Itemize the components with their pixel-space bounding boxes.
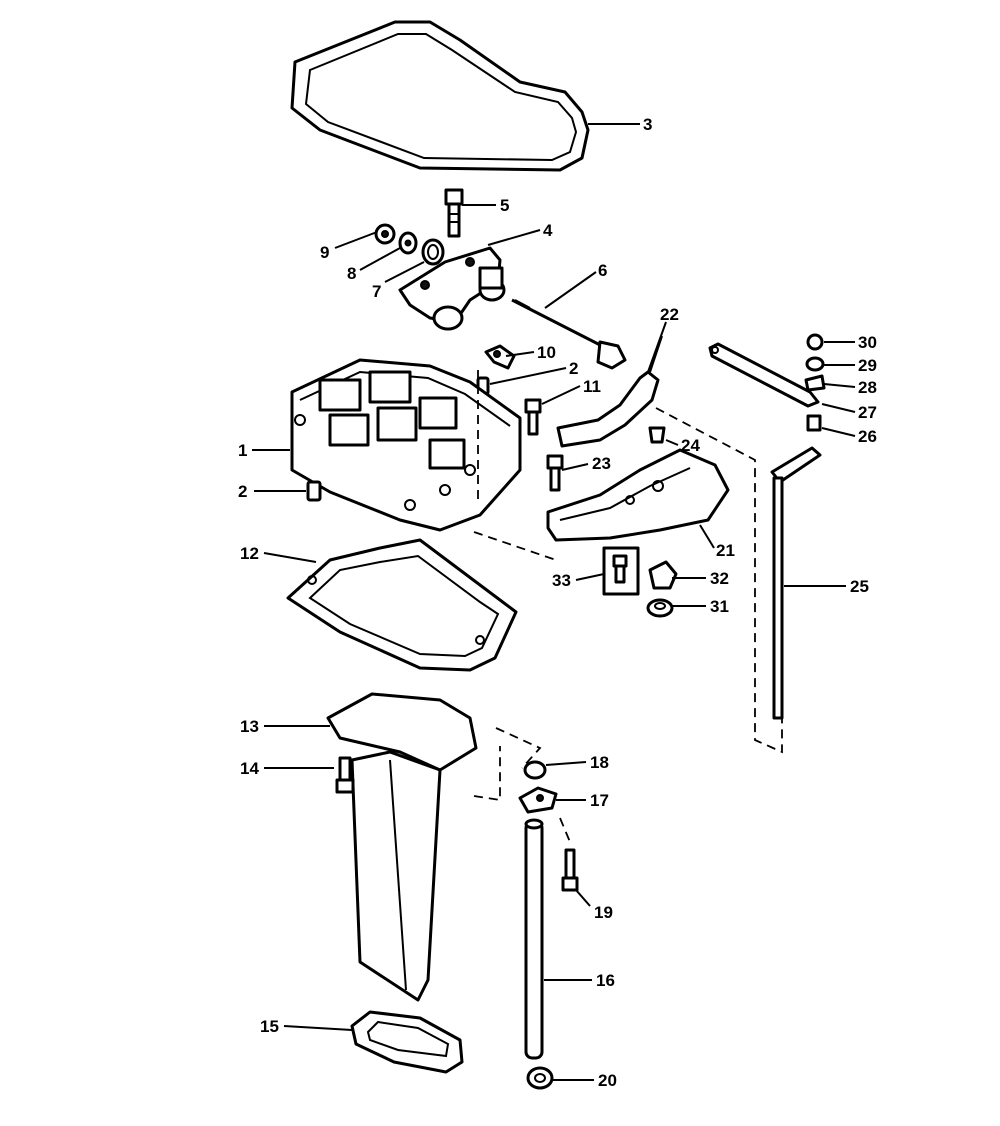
part-12-gasket bbox=[286, 538, 518, 672]
callout-10: 10 bbox=[537, 343, 556, 362]
callout-33: 33 bbox=[552, 571, 571, 590]
part-31-washer bbox=[646, 598, 674, 618]
part-24-grommet bbox=[648, 426, 666, 444]
part-8-washer bbox=[398, 231, 418, 255]
part-33-fastener bbox=[602, 546, 640, 596]
callout-17: 17 bbox=[590, 791, 609, 810]
part-25-rod bbox=[770, 446, 822, 720]
callout-19: 19 bbox=[594, 903, 613, 922]
part-7-washer bbox=[421, 238, 445, 266]
part-4-bracket bbox=[398, 246, 506, 331]
callout-18: 18 bbox=[590, 753, 609, 772]
callout-2: 2 bbox=[238, 482, 247, 501]
callout-8: 8 bbox=[347, 264, 356, 283]
part-3-seal-ring bbox=[290, 20, 590, 172]
part-13-exhaust-housing bbox=[326, 692, 478, 1002]
part-32-clip bbox=[648, 560, 678, 590]
callout-15: 15 bbox=[260, 1017, 279, 1036]
part-11-bolt bbox=[524, 398, 542, 436]
callout-14: 14 bbox=[240, 759, 259, 778]
callout-13: 13 bbox=[240, 717, 259, 736]
part-22-strap bbox=[556, 335, 663, 448]
callout-30: 30 bbox=[858, 333, 877, 352]
callout-24: 24 bbox=[681, 436, 700, 455]
callout-2: 2 bbox=[569, 359, 578, 378]
part-9-nut bbox=[374, 223, 396, 245]
callout-23: 23 bbox=[592, 454, 611, 473]
callout-32: 32 bbox=[710, 569, 729, 588]
callout-labels: 3 5 4 9 8 7 6 22 10 2 11 30 29 28 27 26 … bbox=[238, 115, 877, 1090]
part-21-bracket bbox=[546, 448, 730, 542]
part-18-bushing bbox=[523, 760, 547, 780]
part-27-lever bbox=[708, 342, 820, 408]
callout-4: 4 bbox=[543, 221, 553, 240]
callout-21: 21 bbox=[716, 541, 735, 560]
part-15-seal bbox=[350, 1010, 464, 1074]
callout-29: 29 bbox=[858, 356, 877, 375]
leader-lines bbox=[252, 123, 856, 1081]
callout-12: 12 bbox=[240, 544, 259, 563]
callout-31: 31 bbox=[710, 597, 729, 616]
callout-1: 1 bbox=[238, 441, 247, 460]
callout-20: 20 bbox=[598, 1071, 617, 1090]
callout-3: 3 bbox=[643, 115, 652, 134]
part-1-adaptor-plate bbox=[290, 358, 522, 532]
part-28-clip bbox=[804, 374, 826, 392]
part-2-dowel-pin-lower bbox=[306, 480, 322, 502]
part-26-stud bbox=[806, 414, 822, 432]
callout-27: 27 bbox=[858, 403, 877, 422]
callout-22: 22 bbox=[660, 305, 679, 324]
callout-7: 7 bbox=[372, 282, 381, 301]
assembly-guide-lines bbox=[473, 370, 783, 843]
part-23-bolt bbox=[546, 454, 564, 492]
part-6-long-bolt bbox=[511, 298, 627, 370]
callout-16: 16 bbox=[596, 971, 615, 990]
part-5-bolt bbox=[444, 188, 464, 238]
callout-26: 26 bbox=[858, 427, 877, 446]
part-10-fitting bbox=[484, 344, 516, 370]
callout-5: 5 bbox=[500, 196, 509, 215]
callout-11: 11 bbox=[583, 377, 601, 396]
callout-6: 6 bbox=[598, 261, 607, 280]
part-30-nut bbox=[806, 333, 824, 351]
part-16-tube bbox=[524, 818, 544, 1060]
part-14-bolt bbox=[335, 756, 355, 794]
callout-25: 25 bbox=[850, 577, 869, 596]
part-19-screw bbox=[561, 848, 579, 892]
part-29-washer bbox=[805, 356, 825, 372]
part-17-retainer bbox=[518, 786, 558, 814]
callout-9: 9 bbox=[320, 243, 329, 262]
callout-28: 28 bbox=[858, 378, 877, 397]
part-20-grommet bbox=[526, 1066, 554, 1090]
